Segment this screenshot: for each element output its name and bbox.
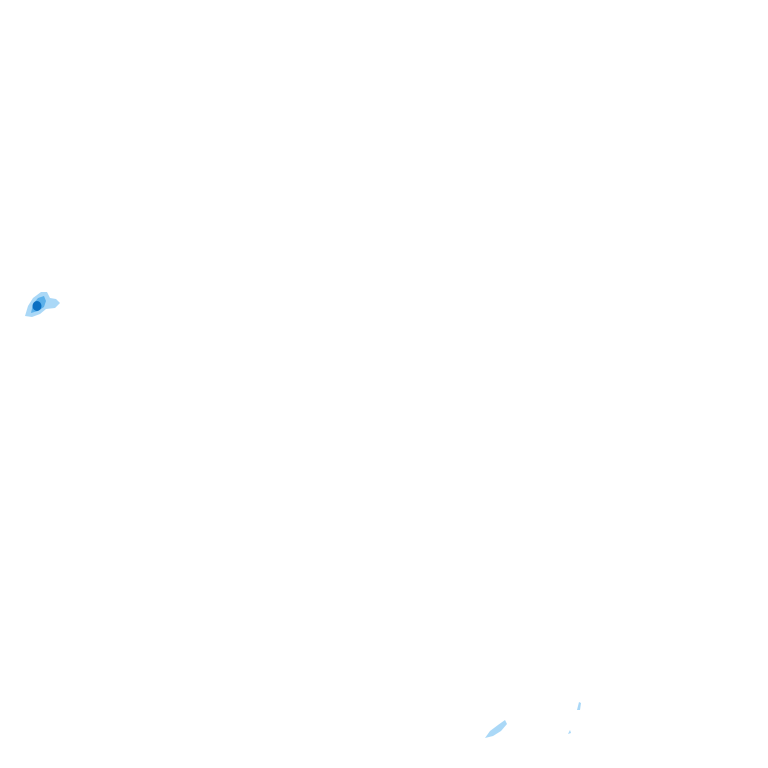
precip-streak-south: [485, 720, 507, 738]
precip-streak-south-light: [485, 720, 507, 738]
precip-fleck-southeast-b: [568, 730, 571, 734]
precip-cell-west: [25, 292, 60, 317]
precip-cell-west-core: [32, 301, 42, 311]
precip-fleck-southeast-a: [577, 702, 581, 710]
precip-fleck-southeast: [568, 702, 581, 734]
